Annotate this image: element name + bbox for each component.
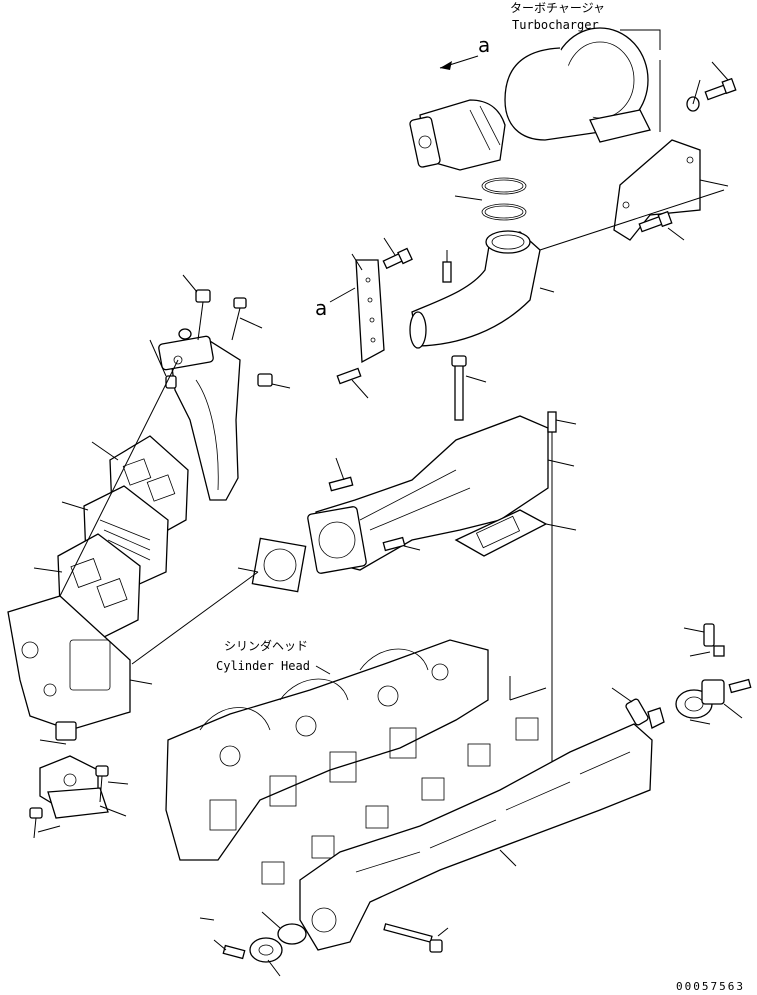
exhaust-elbow	[409, 189, 725, 349]
cylinder-head-label-en: Cylinder Head	[216, 659, 310, 673]
ref-a-mid: a	[315, 287, 356, 320]
turbocharger	[409, 27, 651, 171]
exhaust-pipe-center	[307, 355, 577, 790]
turbo-washer-bolt	[686, 61, 737, 112]
turbocharger-label-jp: ターボチャージャ	[510, 1, 605, 15]
manifold-fittings-left	[29, 721, 129, 839]
o-rings	[454, 177, 527, 221]
ref-a-top: a	[439, 33, 490, 70]
bottom-flanges	[199, 911, 307, 977]
cylinder-head	[165, 639, 489, 861]
cylinder-head-label: シリンダヘッド Cylinder Head	[216, 638, 331, 675]
bolt-top-mid	[382, 237, 452, 283]
bolts-left-top	[149, 274, 291, 389]
manifold-body-left	[7, 359, 179, 731]
turbo-bracket	[613, 139, 729, 241]
cylinder-head-label-jp: シリンダヘッド	[224, 638, 308, 653]
square-gasket	[131, 537, 307, 665]
support-plate	[336, 253, 385, 399]
turbocharger-label: ターボチャージャ Turbocharger	[510, 1, 661, 132]
drawing-code: 00057563	[676, 980, 745, 993]
exhaust-manifold-left	[158, 335, 241, 501]
head-gaskets	[261, 676, 547, 885]
exhaust-manifold-bottom	[299, 623, 752, 953]
turbocharger-label-en: Turbocharger	[512, 18, 599, 32]
ref-a-mid-text: a	[315, 296, 327, 320]
ref-a-top-text: a	[478, 33, 490, 57]
